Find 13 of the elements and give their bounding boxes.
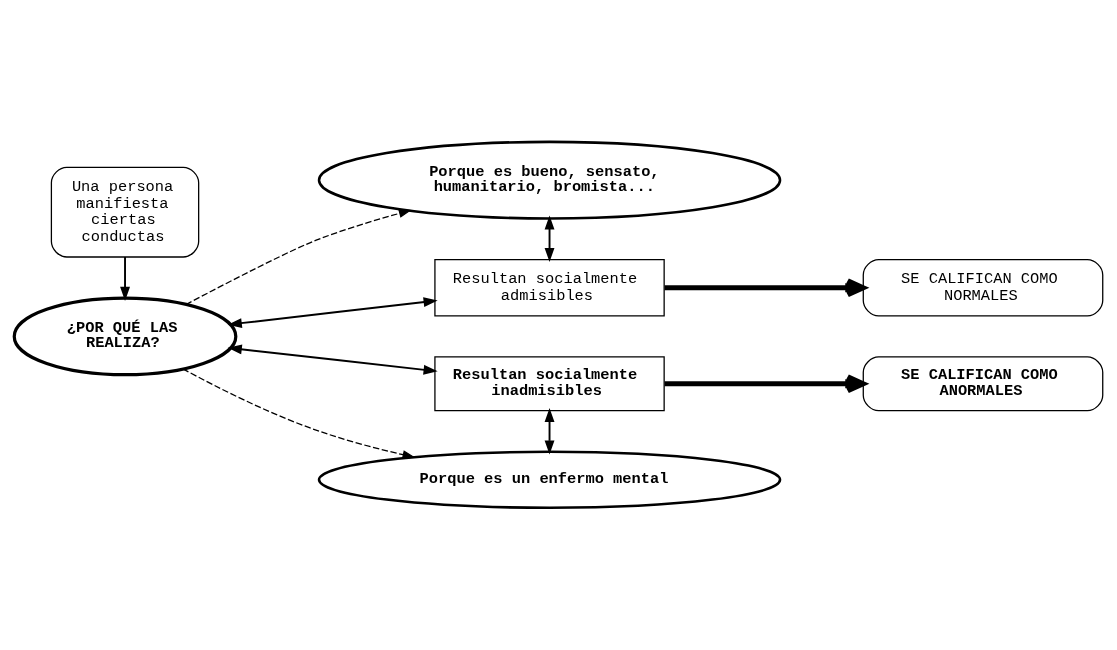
node-box: SE CALIFICAN COMO ANORMALES [862,356,1104,412]
node-box: Resultan socialmente admisibles [434,258,665,317]
arrow [227,297,438,328]
node-box: Una persona manifiesta ciertas conductas [50,166,200,258]
arrow [120,256,130,301]
node-box: SE CALIFICAN COMO NORMALES [862,258,1104,317]
node-box: Resultan socialmente inadmisibles [434,356,665,412]
arrow [182,368,416,459]
arrow [227,344,438,375]
arrow [544,407,555,455]
arrow [544,215,555,263]
node-ellipse: ¿POR QUÉ LAS REALIZA? [12,296,238,377]
arrow [185,209,412,306]
